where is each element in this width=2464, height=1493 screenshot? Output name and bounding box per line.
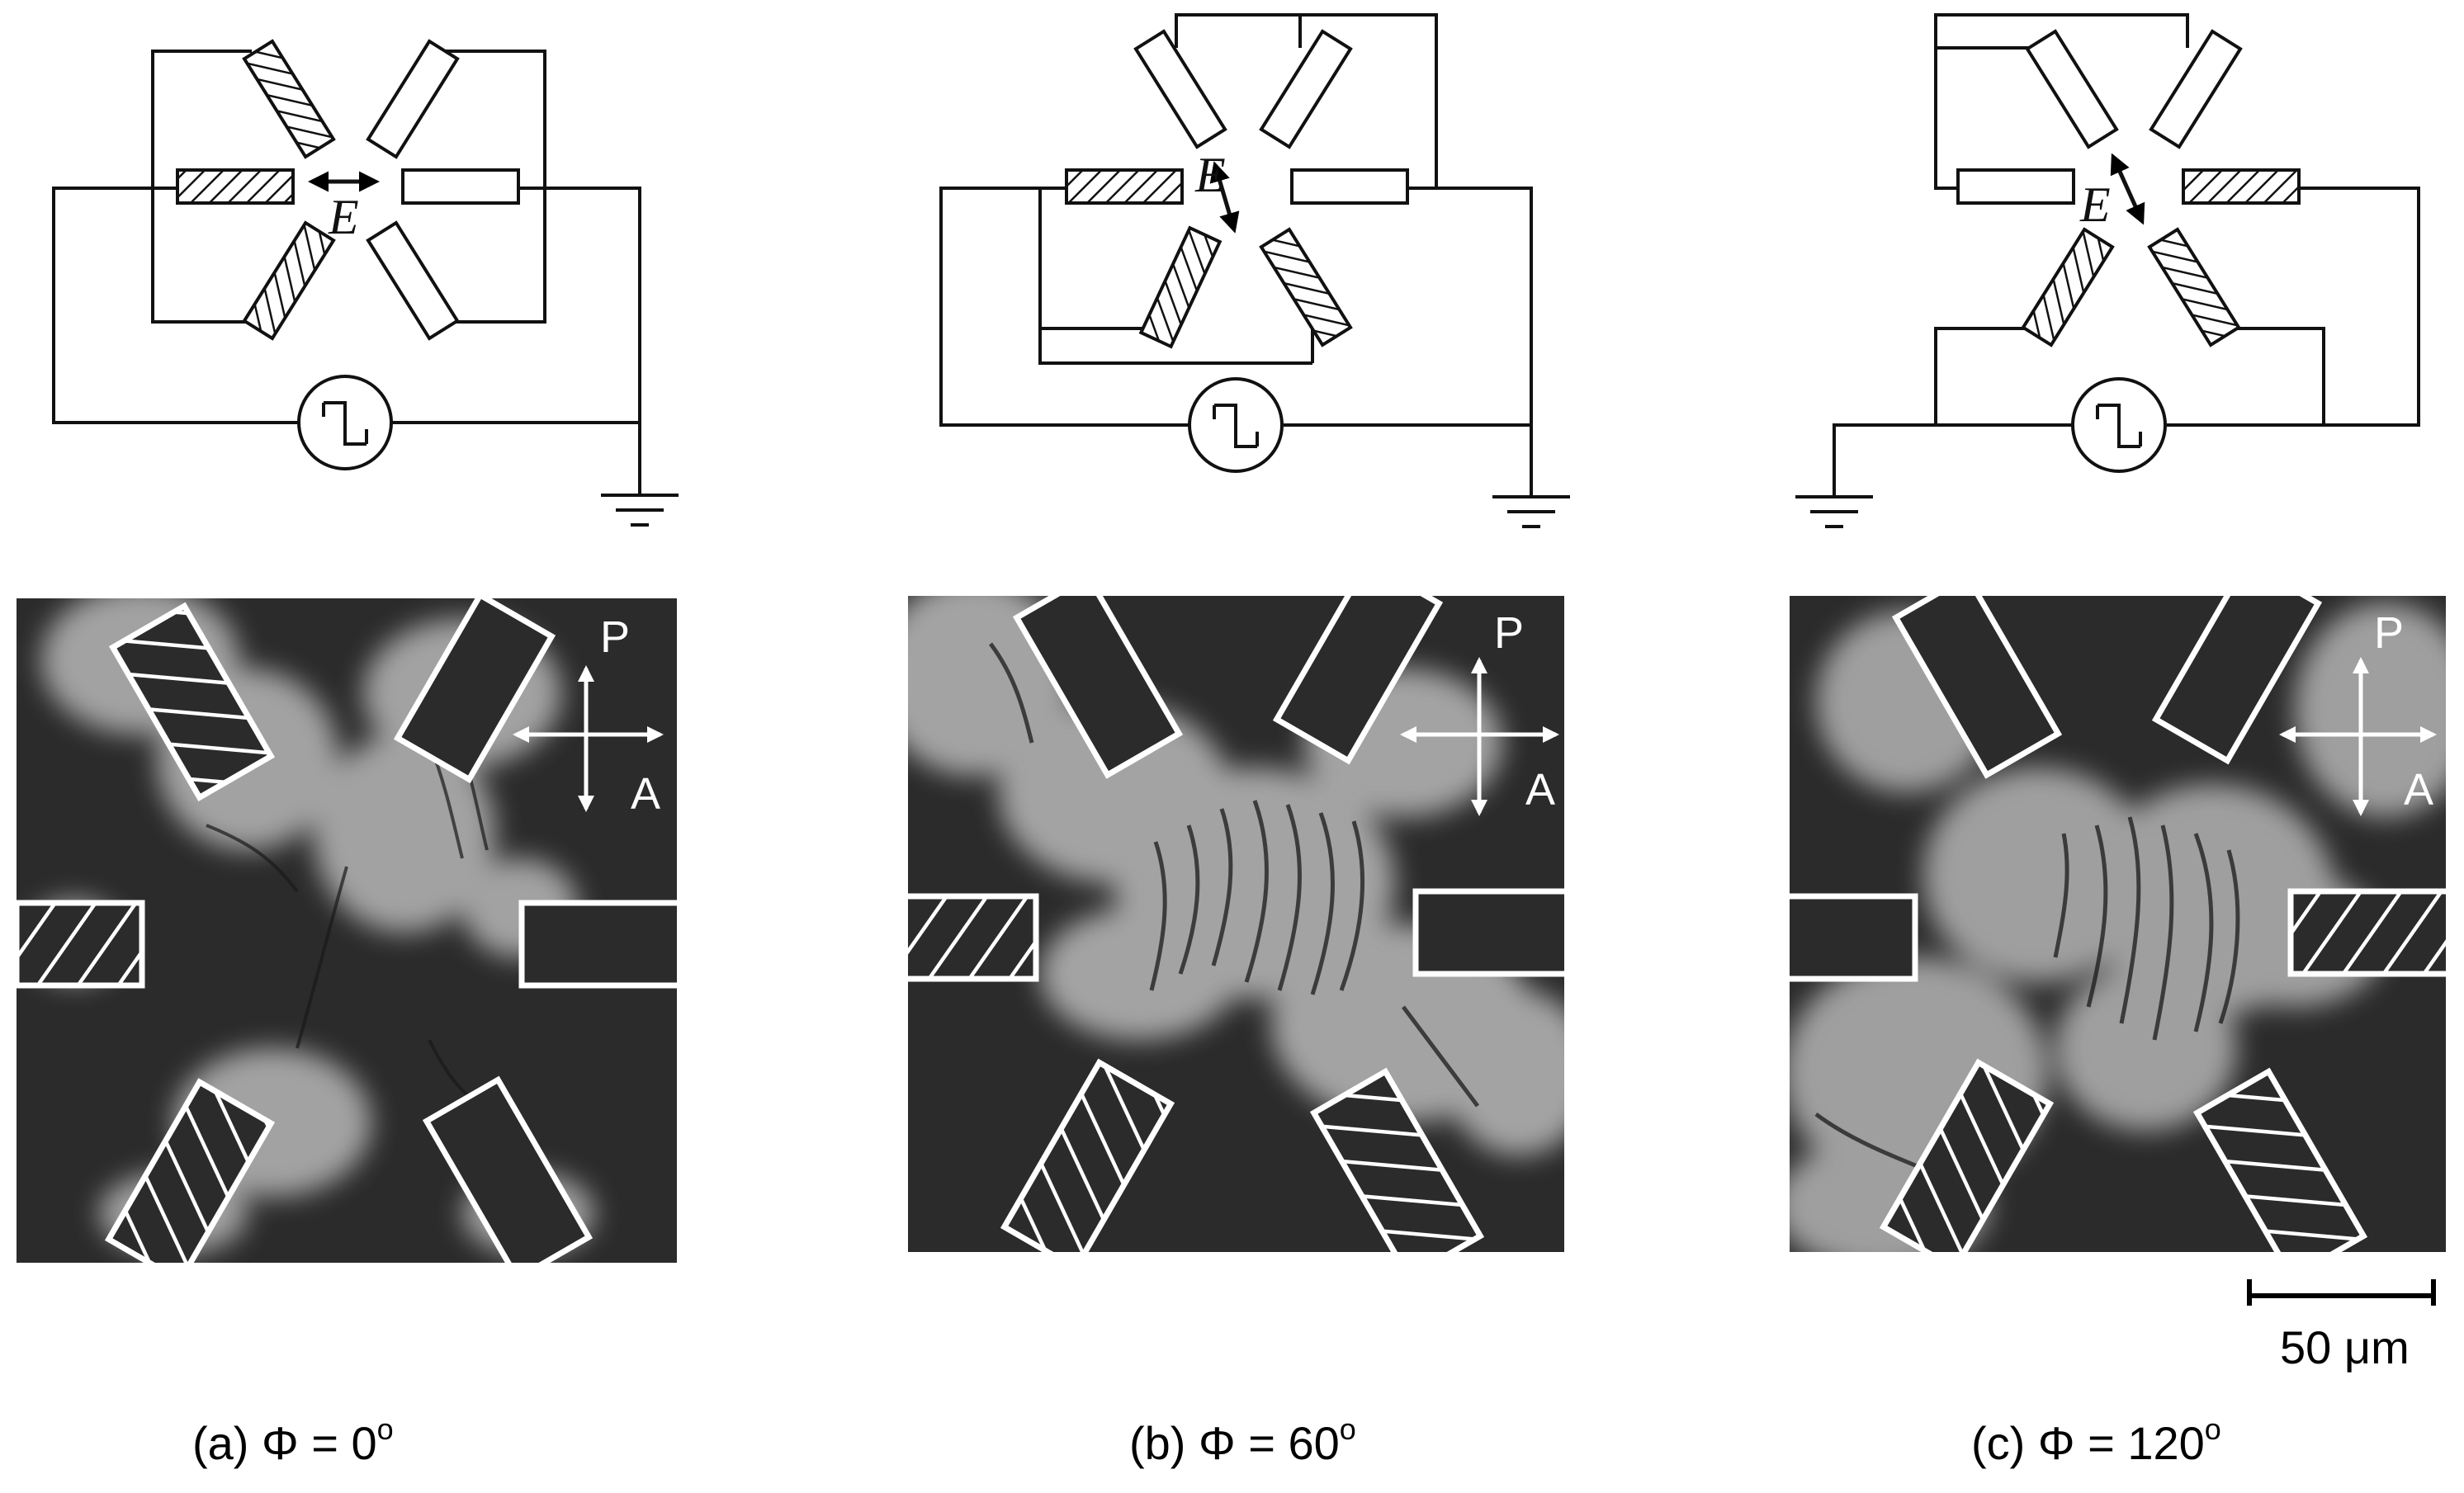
micrograph-a: [17, 598, 677, 1263]
polarizer-label-a: P: [600, 612, 630, 662]
electrode-open: [401, 168, 520, 205]
electrode-hatched: [176, 168, 295, 205]
field-arrow: [2110, 153, 2145, 225]
analyzer-label-b: A: [1525, 765, 1555, 815]
analyzer-label-a: A: [631, 769, 660, 819]
micrograph-b: [908, 596, 1564, 1252]
polarizer-label-c: P: [2374, 608, 2404, 658]
field-label-a: E: [328, 190, 359, 244]
square-wave-icon: [324, 401, 367, 446]
micrograph-c: [1790, 596, 2446, 1252]
wire: [52, 187, 299, 424]
electrode-hatched: [242, 220, 336, 341]
circuit-b: [939, 13, 1570, 528]
scale-bar: [2247, 1279, 2436, 1306]
circuit-c: [1795, 13, 2420, 528]
polarizer-cross-c: [2279, 657, 2437, 816]
caption-b: (b) Φ = 60o: [1129, 1412, 1356, 1469]
caption-a: (a) Φ = 0o: [192, 1412, 394, 1469]
field-label-c: E: [2079, 177, 2111, 232]
circuit-a: [52, 39, 679, 527]
caption-c: (c) Φ = 120o: [1971, 1412, 2221, 1469]
polarizer-cross-a: [513, 665, 664, 812]
wire: [392, 187, 641, 424]
electrode-open: [366, 39, 460, 159]
electrode-open: [366, 220, 460, 341]
analyzer-label-c: A: [2404, 765, 2433, 815]
polarizer-label-b: P: [1494, 608, 1524, 658]
polarizer-cross-b: [1400, 657, 1559, 816]
electrode-hatched: [242, 39, 336, 159]
field-label-b: E: [1194, 148, 1226, 202]
scale-bar-label: 50 μm: [2280, 1321, 2410, 1373]
field-arrow: [1209, 161, 1240, 234]
